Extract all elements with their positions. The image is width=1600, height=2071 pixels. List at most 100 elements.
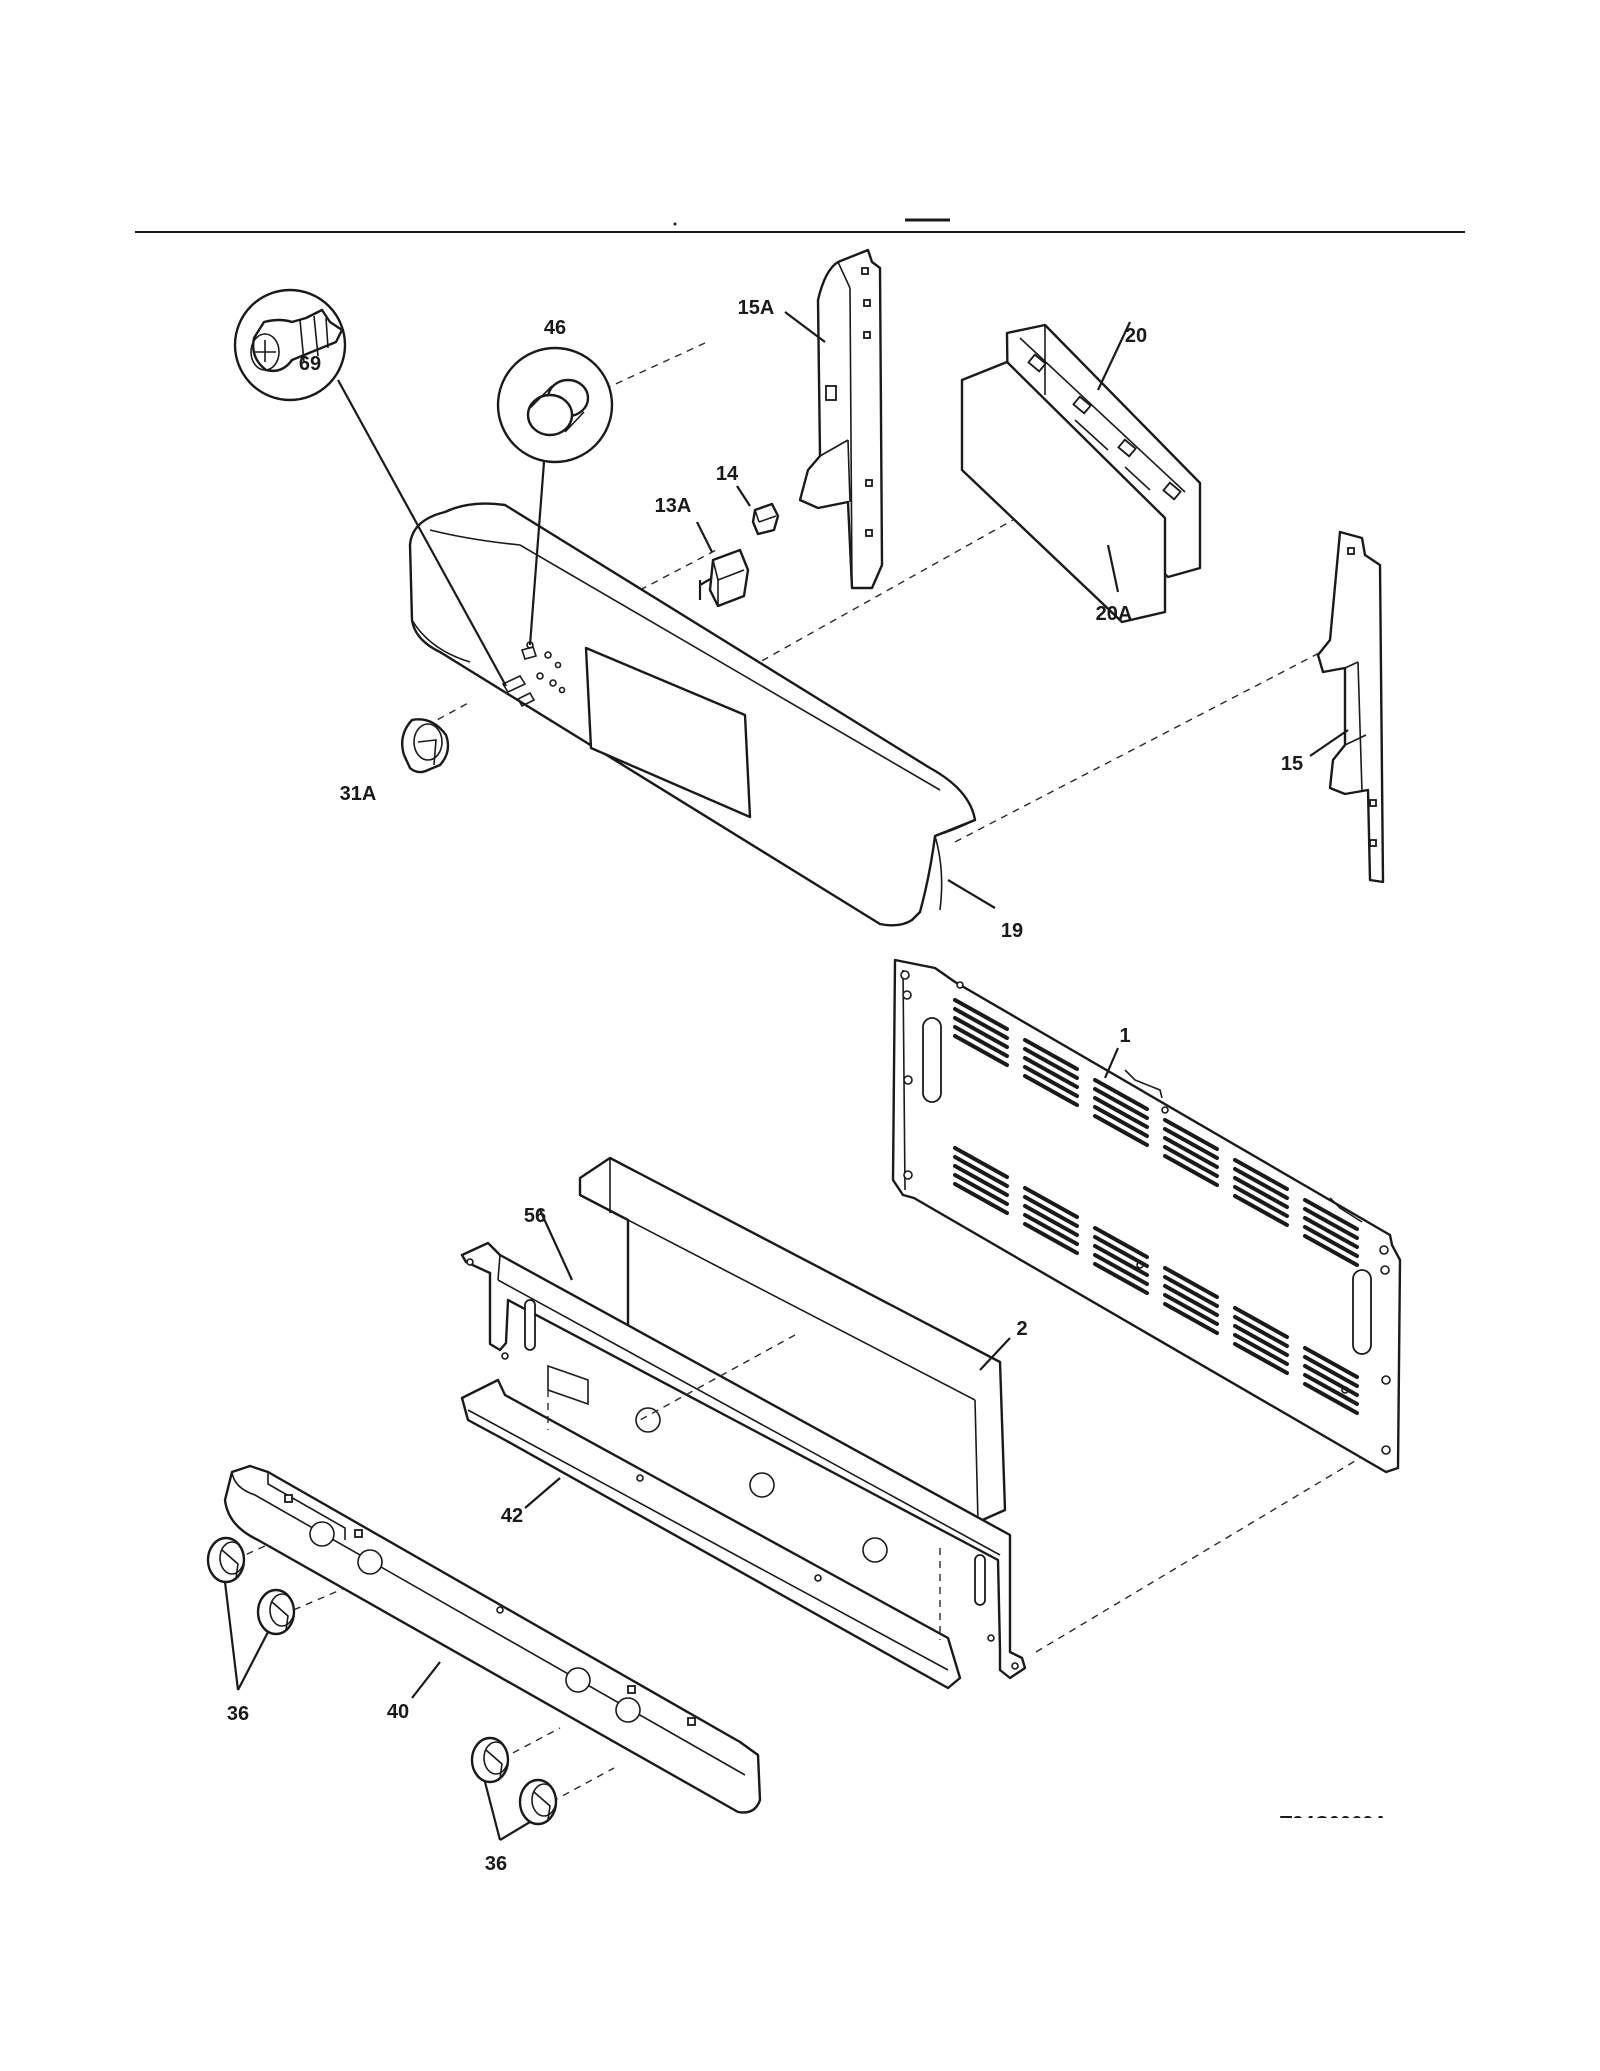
vent-slot xyxy=(953,1173,1009,1206)
part-13A-switch xyxy=(696,521,750,608)
vent-slot xyxy=(1093,1087,1149,1120)
vent-slot xyxy=(953,1016,1009,1049)
part-15-bracket xyxy=(1309,530,1385,884)
label-40: 40 xyxy=(387,1701,409,1723)
vent-slot xyxy=(1303,1382,1359,1415)
label-36-left: 36 xyxy=(227,1703,249,1725)
vent-slot xyxy=(1023,1195,1079,1228)
part-36-knobs-left xyxy=(206,1536,296,1691)
vent-slot xyxy=(1093,1262,1149,1295)
vent-slot xyxy=(1093,1253,1149,1286)
header-dot xyxy=(673,222,677,226)
label-19: 19 xyxy=(1001,920,1023,942)
vent-slot xyxy=(1023,1204,1079,1237)
part-46-detail xyxy=(496,346,614,646)
vent-slot xyxy=(1233,1315,1289,1348)
vent-slot xyxy=(953,1146,1009,1179)
vent-slot xyxy=(1303,1225,1359,1258)
part-19-leader xyxy=(947,879,996,909)
vent-slot xyxy=(1303,1207,1359,1240)
vent-slot xyxy=(953,1025,1009,1058)
part-14-small-part xyxy=(736,485,780,536)
label-36-right: 36 xyxy=(485,1853,507,1875)
vent-slot xyxy=(1093,1096,1149,1129)
vent-slot xyxy=(1023,1056,1079,1089)
vent-slot xyxy=(1233,1185,1289,1218)
part-2-shield xyxy=(578,1156,1011,1524)
part-19-control-panel xyxy=(408,502,977,927)
vent-slot xyxy=(1093,1226,1149,1259)
vent-slot xyxy=(1233,1176,1289,1209)
vent-slot xyxy=(1023,1222,1079,1255)
part-56-manifold-panel xyxy=(460,1209,1027,1680)
part-31A-knob xyxy=(401,718,450,774)
vent-slot xyxy=(1093,1244,1149,1277)
vent-slot xyxy=(1163,1293,1219,1326)
label-2: 2 xyxy=(1016,1318,1027,1340)
part-labels: 46 69 31A 13A 14 15A 20 20A 15 19 1 56 2… xyxy=(227,297,1303,1875)
vent-slots-lower xyxy=(953,1146,1359,1415)
label-69: 69 xyxy=(299,353,321,375)
label-20A: 20A xyxy=(1096,603,1133,625)
label-56: 56 xyxy=(524,1205,546,1227)
vent-slot xyxy=(953,1182,1009,1215)
label-1: 1 xyxy=(1119,1025,1130,1047)
vent-slot xyxy=(953,998,1009,1031)
vent-slot xyxy=(1163,1302,1219,1335)
vent-slot xyxy=(953,1155,1009,1188)
part-15A-bracket xyxy=(784,248,884,590)
label-14: 14 xyxy=(716,463,739,485)
vent-slot xyxy=(1023,1065,1079,1098)
vent-slot xyxy=(1023,1047,1079,1080)
vent-slot xyxy=(1233,1306,1289,1339)
vent-slot xyxy=(1023,1213,1079,1246)
vent-slot xyxy=(1233,1194,1289,1227)
part-20-control-board xyxy=(960,321,1202,624)
label-13A: 13A xyxy=(655,495,692,517)
vent-slot xyxy=(1023,1186,1079,1219)
vent-slot xyxy=(1093,1235,1149,1268)
vent-slot xyxy=(953,1007,1009,1040)
vent-slot xyxy=(1233,1158,1289,1191)
vent-slot xyxy=(1163,1145,1219,1178)
part-42-trim xyxy=(460,1378,962,1690)
vent-slot xyxy=(1303,1346,1359,1379)
vent-slot xyxy=(1093,1105,1149,1138)
vent-slot xyxy=(1163,1127,1219,1160)
vent-slot xyxy=(1303,1234,1359,1267)
vent-slot xyxy=(1093,1114,1149,1147)
vent-slot xyxy=(1303,1216,1359,1249)
vent-slot xyxy=(1233,1167,1289,1200)
label-20: 20 xyxy=(1125,325,1147,347)
vent-slot xyxy=(1233,1342,1289,1375)
vent-slot xyxy=(1163,1284,1219,1317)
part-1-rear-panel xyxy=(891,958,1402,1474)
vent-slot xyxy=(953,1164,1009,1197)
vent-slots-upper xyxy=(953,998,1359,1267)
diagram-code: T24C0060A xyxy=(1280,1813,1388,1835)
part-36-knobs-right xyxy=(470,1736,558,1841)
vent-slot xyxy=(1303,1355,1359,1388)
vent-slot xyxy=(1163,1266,1219,1299)
vent-slot xyxy=(1163,1275,1219,1308)
label-42: 42 xyxy=(501,1505,523,1527)
vent-slot xyxy=(1093,1078,1149,1111)
vent-slot xyxy=(1023,1038,1079,1071)
vent-slot xyxy=(1163,1118,1219,1151)
vent-slot xyxy=(1163,1136,1219,1169)
vent-slot xyxy=(1023,1074,1079,1107)
label-46: 46 xyxy=(544,317,566,339)
label-15: 15 xyxy=(1281,753,1303,775)
vent-slot xyxy=(1233,1333,1289,1366)
label-31A: 31A xyxy=(340,783,377,805)
part-69-detail xyxy=(233,288,507,687)
vent-slot xyxy=(1163,1154,1219,1187)
vent-slot xyxy=(1233,1324,1289,1357)
vent-slot xyxy=(1303,1373,1359,1406)
vent-slot xyxy=(1303,1198,1359,1231)
vent-slot xyxy=(1303,1364,1359,1397)
part-40-front-panel xyxy=(223,1464,762,1814)
label-15A: 15A xyxy=(738,297,775,319)
vent-slot xyxy=(953,1034,1009,1067)
